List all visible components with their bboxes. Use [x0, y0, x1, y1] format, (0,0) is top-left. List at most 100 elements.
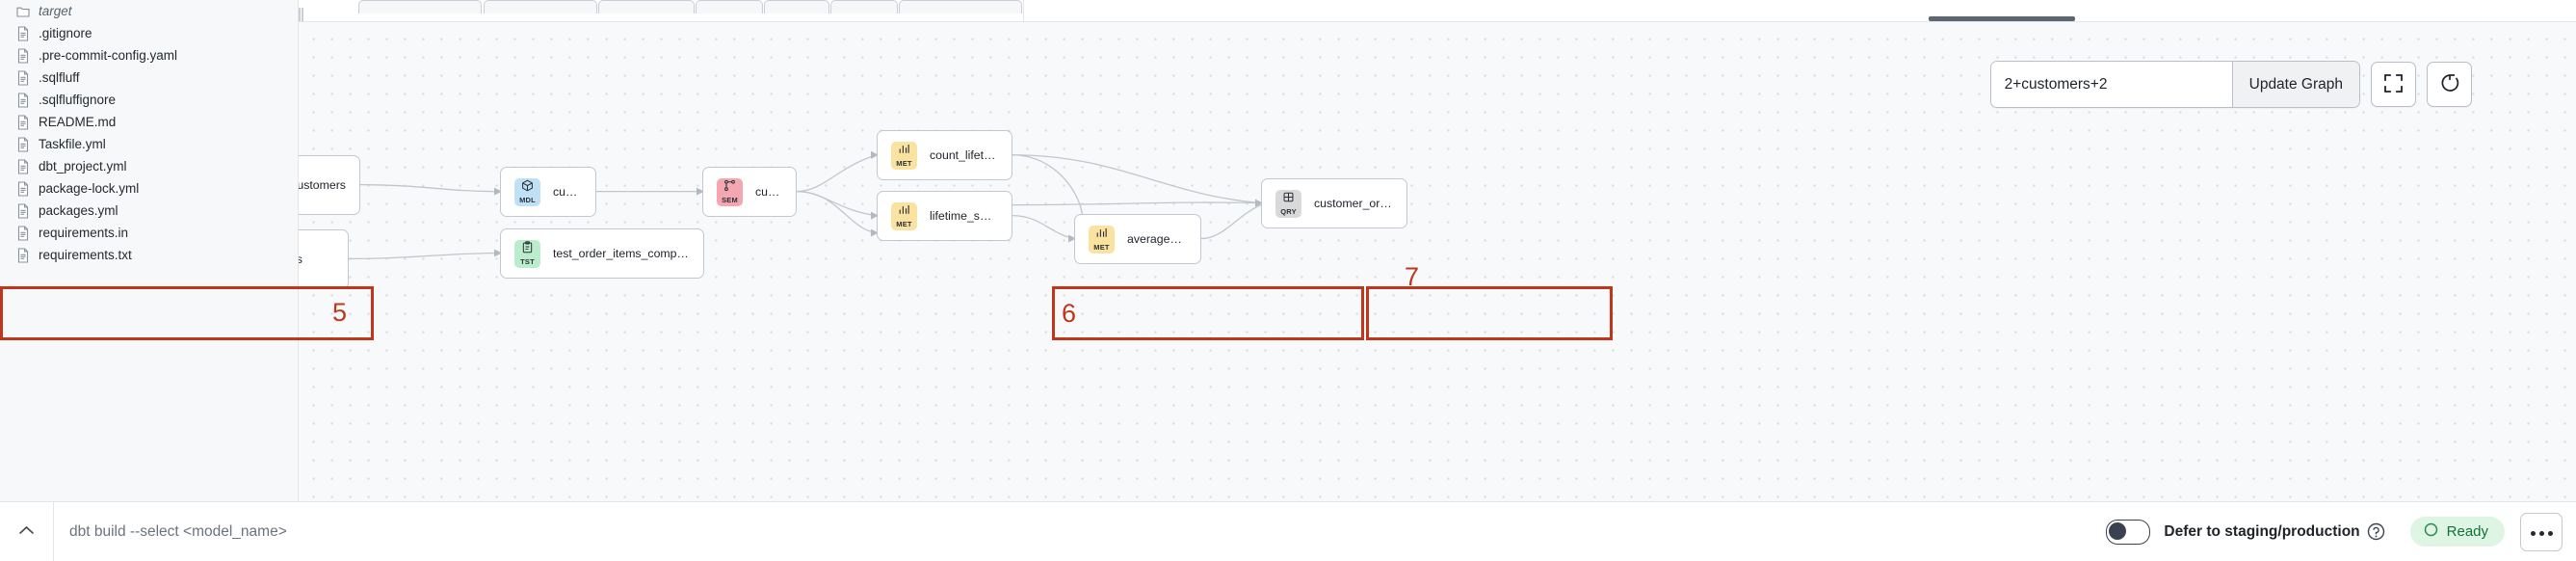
refresh-button[interactable] — [2427, 62, 2472, 107]
node-label: average_order_value — [1127, 232, 1187, 246]
active-tab-indicator — [1929, 16, 2075, 21]
overflow-menu-button[interactable] — [2520, 512, 2563, 551]
file-name: dbt_project.yml — [39, 159, 127, 174]
file-icon — [16, 225, 30, 241]
editor-tab-strip[interactable] — [299, 0, 2576, 22]
file-row[interactable]: Taskfile.yml — [0, 133, 298, 155]
graph-toolbar: Update Graph — [1989, 61, 2472, 108]
help-circle-icon[interactable] — [2367, 522, 2385, 541]
node-label: lifetime_spend_pretax — [930, 209, 998, 223]
file-row[interactable]: requirements.txt — [0, 244, 298, 266]
file-list: target .gitignore .pre-commit-config.yaml.… — [0, 0, 298, 266]
node-type-badge: SEM — [717, 177, 743, 206]
file-icon — [16, 25, 30, 41]
graph-node[interactable]: MET count_lifetime_orders — [877, 130, 1012, 180]
status-label: Ready — [2446, 523, 2488, 540]
node-type-badge: TST — [514, 239, 540, 268]
file-row[interactable]: .gitignore — [0, 22, 298, 44]
file-row[interactable]: package-lock.yml — [0, 177, 298, 200]
editor-tab-1[interactable] — [302, 8, 303, 21]
graph-node[interactable]: SEM customers — [702, 167, 797, 217]
file-name: target — [39, 4, 72, 18]
editor-tab-d[interactable] — [696, 0, 763, 13]
status-bar-right: Defer to staging/production Ready — [2106, 512, 2576, 551]
fullscreen-button[interactable] — [2371, 62, 2416, 107]
graph-pane: stg_customersorders MDL customersTST test_o… — [299, 0, 2576, 501]
folder-icon — [16, 4, 30, 19]
file-name: .sqlfluff — [39, 70, 80, 85]
file-row[interactable]: .pre-commit-config.yaml — [0, 44, 298, 67]
node-label: orders — [299, 253, 302, 266]
editor-tab-g[interactable] — [899, 0, 1022, 13]
file-icon — [16, 92, 30, 108]
file-row[interactable]: .sqlfluffignore — [0, 89, 298, 111]
file-row[interactable]: .sqlfluff — [0, 67, 298, 89]
graph-node[interactable]: stg_customers — [299, 155, 360, 215]
node-type-badge: MET — [891, 141, 917, 170]
file-name: packages.yml — [39, 203, 118, 218]
toggle-knob — [2109, 521, 2127, 540]
file-name: requirements.txt — [39, 248, 132, 262]
node-type-badge: MET — [891, 201, 917, 230]
file-explorer-panel[interactable]: target .gitignore .pre-commit-config.yaml.… — [0, 0, 299, 501]
node-label: customers — [755, 185, 782, 199]
node-type-badge: QRY — [1275, 189, 1301, 218]
graph-node[interactable]: MET average_order_value — [1074, 214, 1201, 264]
defer-label: Defer to staging/production — [2164, 522, 2360, 540]
file-name: requirements.in — [39, 226, 129, 240]
file-name: .gitignore — [39, 26, 92, 40]
command-bar — [0, 502, 351, 561]
node-label: stg_customers — [299, 178, 346, 192]
update-graph-button[interactable]: Update Graph — [2231, 62, 2359, 107]
graph-node[interactable]: MDL customers — [500, 167, 596, 217]
file-icon — [16, 136, 30, 152]
editor-tab-c[interactable] — [598, 0, 695, 13]
refresh-icon — [2439, 72, 2460, 96]
tab-strip-divider — [1023, 0, 1024, 21]
node-label: test_order_items_compute_to_bools… — [553, 247, 690, 260]
graph-selector-input[interactable] — [1990, 62, 2232, 107]
file-icon — [16, 180, 30, 197]
editor-tab-a[interactable] — [358, 0, 482, 13]
node-label: customer_order_metrics — [1314, 197, 1393, 210]
graph-edges — [348, 150, 1263, 260]
node-label: customers — [553, 185, 582, 199]
editor-tabs — [299, 0, 304, 21]
graph-selector-group: Update Graph — [1989, 61, 2360, 108]
circle-icon — [2424, 522, 2438, 541]
main-body: target .gitignore .pre-commit-config.yaml.… — [0, 0, 2576, 501]
editor-tab-e[interactable] — [764, 0, 829, 13]
defer-toggle[interactable] — [2106, 519, 2151, 545]
file-icon — [16, 158, 30, 174]
editor-tab-f[interactable] — [830, 0, 898, 13]
chevron-up-icon — [18, 524, 35, 539]
file-icon — [16, 47, 30, 64]
file-row[interactable]: target — [0, 0, 298, 22]
node-type-badge: MET — [1089, 225, 1115, 254]
bottom-status-bar: Defer to staging/production Ready — [0, 501, 2576, 561]
file-row[interactable]: README.md — [0, 111, 298, 133]
graph-node[interactable]: orders — [299, 229, 349, 289]
status-badge[interactable]: Ready — [2409, 517, 2505, 547]
file-row[interactable]: packages.yml — [0, 200, 298, 222]
graph-node[interactable]: MET lifetime_spend_pretax — [877, 191, 1012, 241]
file-name: README.md — [39, 115, 117, 129]
dbt-command-input[interactable] — [54, 521, 351, 542]
file-name: package-lock.yml — [39, 181, 140, 196]
file-row[interactable]: requirements.in — [0, 222, 298, 244]
editor-tab-b[interactable] — [484, 0, 597, 13]
file-icon — [16, 69, 30, 86]
node-type-badge: MDL — [514, 177, 540, 206]
ellipsis-icon — [2529, 524, 2555, 539]
file-name: Taskfile.yml — [39, 137, 106, 151]
file-icon — [16, 247, 30, 263]
file-name: .pre-commit-config.yaml — [39, 48, 178, 63]
lineage-graph-canvas[interactable]: stg_customersorders MDL customersTST test_o… — [299, 22, 2576, 501]
graph-node[interactable]: QRY customer_order_metrics — [1261, 178, 1407, 228]
file-row[interactable]: dbt_project.yml — [0, 155, 298, 177]
node-label: count_lifetime_orders — [930, 148, 998, 162]
graph-node[interactable]: TST test_order_items_compute_to_bools… — [500, 228, 704, 279]
collapse-panel-button[interactable] — [0, 502, 54, 561]
file-icon — [16, 202, 30, 219]
